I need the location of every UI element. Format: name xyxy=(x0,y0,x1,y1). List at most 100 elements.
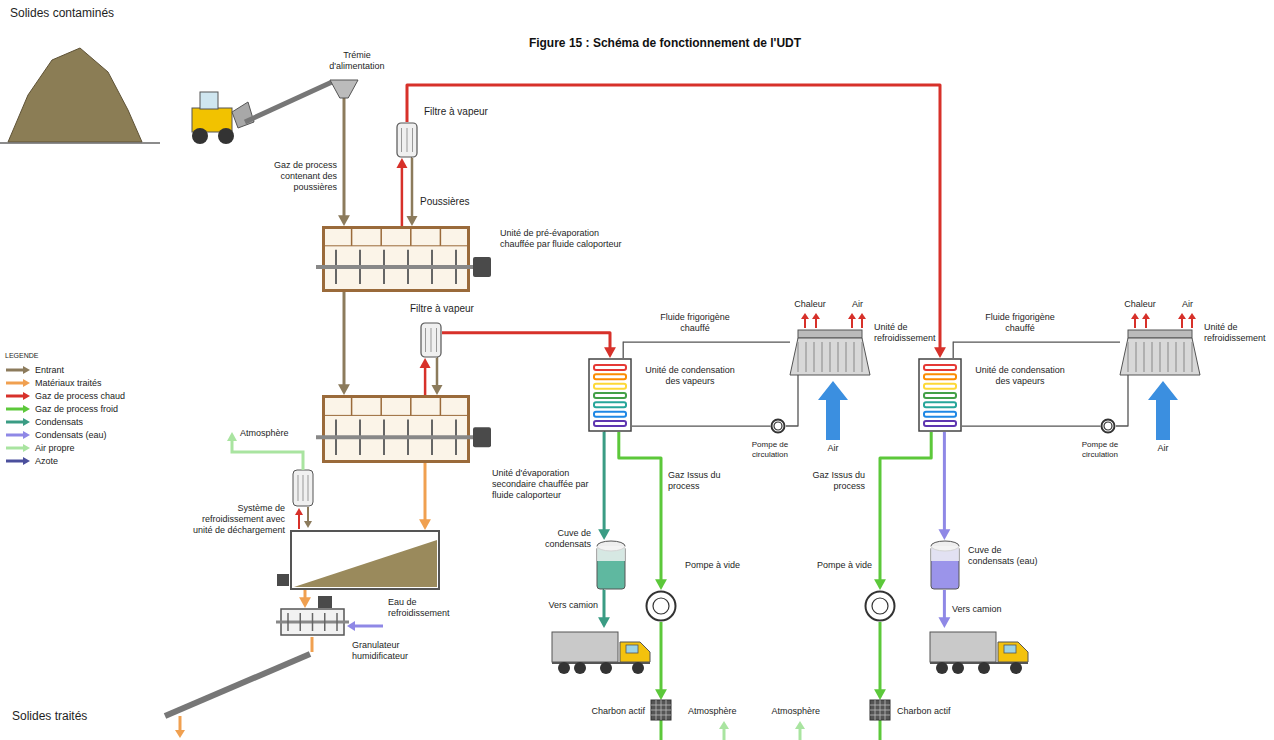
hopper-part xyxy=(330,80,358,98)
refroid-symbol xyxy=(1120,330,1200,375)
condens-part xyxy=(594,402,626,407)
equipment-label: Pompe de circulation xyxy=(1070,440,1130,459)
unit-part xyxy=(473,257,491,277)
refroid-part xyxy=(1152,342,1153,372)
unit-part xyxy=(351,229,353,246)
process-connector xyxy=(1116,375,1128,426)
output-line xyxy=(311,637,314,652)
connector-line xyxy=(436,358,439,389)
legend-swatch xyxy=(5,443,31,453)
condens-part xyxy=(594,365,626,370)
air-out-arrow xyxy=(1191,318,1193,328)
annotation-label: Solides contaminés xyxy=(10,6,150,20)
filter-part xyxy=(397,123,417,157)
charbon-part xyxy=(870,710,890,711)
filter-symbol xyxy=(420,322,442,358)
process-connector xyxy=(874,622,886,700)
annotation-label: Air xyxy=(818,443,848,454)
arrow-head xyxy=(419,519,431,530)
arrow-head xyxy=(431,385,442,395)
legend-swatch-head xyxy=(23,457,30,465)
filter-stripe xyxy=(303,475,304,501)
legend-text: Condensats (eau) xyxy=(35,430,107,440)
feed-conveyor xyxy=(245,82,332,122)
arrow-head xyxy=(801,313,809,319)
process-connector xyxy=(431,358,442,395)
equipment-label: Cuve de condensats xyxy=(523,528,591,550)
filter-part xyxy=(407,128,408,152)
unit-part xyxy=(410,398,412,415)
gran-part xyxy=(287,613,289,631)
pump-part xyxy=(653,598,669,614)
legend-row: Matériaux traités xyxy=(5,377,102,389)
condens-part xyxy=(924,412,956,417)
condens-node: Unité de condensation des vapeurs xyxy=(588,358,632,432)
connector-line xyxy=(880,432,931,584)
process-connector xyxy=(442,333,616,358)
equipment-label: Unité de condensation des vapeurs xyxy=(975,365,1065,387)
condens-part xyxy=(594,393,626,398)
connector-line xyxy=(660,622,663,694)
pump-part xyxy=(774,422,782,430)
process-connector xyxy=(406,158,417,226)
unit-part xyxy=(316,265,474,269)
arrow-head xyxy=(934,347,946,358)
filter-part xyxy=(436,328,437,352)
air-in-arrow xyxy=(1148,381,1178,440)
equipment-label: Unité de pré-évaporation chauffée par fl… xyxy=(500,228,625,250)
pump-part xyxy=(772,420,785,433)
unit-node: Unité d'évaporation secondaire chauffée … xyxy=(322,395,470,463)
truck-node: Vers camion xyxy=(930,628,1030,676)
arrow-head xyxy=(719,721,729,729)
output-line xyxy=(179,716,182,731)
cuve-part xyxy=(931,546,959,589)
annotation-label: Solides traités xyxy=(10,708,89,724)
annotation-label: Gaz Issus du process xyxy=(668,470,730,492)
connector-line xyxy=(401,164,404,226)
arrow-head xyxy=(1188,313,1196,319)
cooling-part xyxy=(294,540,437,587)
connector-line xyxy=(953,342,1120,358)
air-out-arrow xyxy=(851,318,853,328)
equipment-label: Système de refroidissement avec unité de… xyxy=(188,503,285,535)
pump-part xyxy=(866,592,895,621)
connector-line xyxy=(943,432,946,534)
legend-row: Azote xyxy=(5,455,58,467)
arrow-head xyxy=(1178,313,1186,319)
legend-text: Azote xyxy=(35,456,58,466)
condens-part xyxy=(594,412,626,417)
cuve-symbol xyxy=(596,540,626,590)
unit-symbol xyxy=(322,395,470,463)
process-connector xyxy=(396,158,407,226)
truck-node: Vers camion xyxy=(552,628,652,676)
pump-symbol xyxy=(645,590,677,622)
process-connector xyxy=(623,342,790,358)
arrow-head xyxy=(874,689,886,700)
condens-symbol xyxy=(588,358,632,432)
process-connector xyxy=(407,85,946,358)
pump-node: Pompe à vide xyxy=(645,590,677,622)
cuve-node: Cuve de condensats xyxy=(596,540,626,590)
legend-text: Gaz de process froid xyxy=(35,404,118,414)
truck-part xyxy=(552,632,618,662)
annotation-label: Air xyxy=(845,299,870,310)
legend-row: Condensats (eau) xyxy=(5,429,107,441)
arrow-head xyxy=(1142,313,1150,319)
connector-line xyxy=(632,425,770,426)
arrow-head xyxy=(848,313,856,319)
truck-part xyxy=(936,662,948,674)
process-connector xyxy=(419,463,431,530)
legend-swatch xyxy=(5,378,31,388)
equipment-label: Vers camion xyxy=(952,604,1016,615)
legend-swatch-head xyxy=(23,405,30,413)
equipment-label: Unité d'évaporation secondaire chauffée … xyxy=(492,468,595,500)
legend-swatch-line xyxy=(6,382,24,385)
cooling-node: Système de refroidissement avec unité de… xyxy=(290,530,440,590)
air-in-arrow xyxy=(818,381,848,440)
condens-part xyxy=(919,359,961,431)
arrow-head xyxy=(299,597,311,608)
legend-swatch xyxy=(5,456,31,466)
legend-swatch-line xyxy=(6,434,24,437)
legend-swatch-line xyxy=(6,447,24,450)
